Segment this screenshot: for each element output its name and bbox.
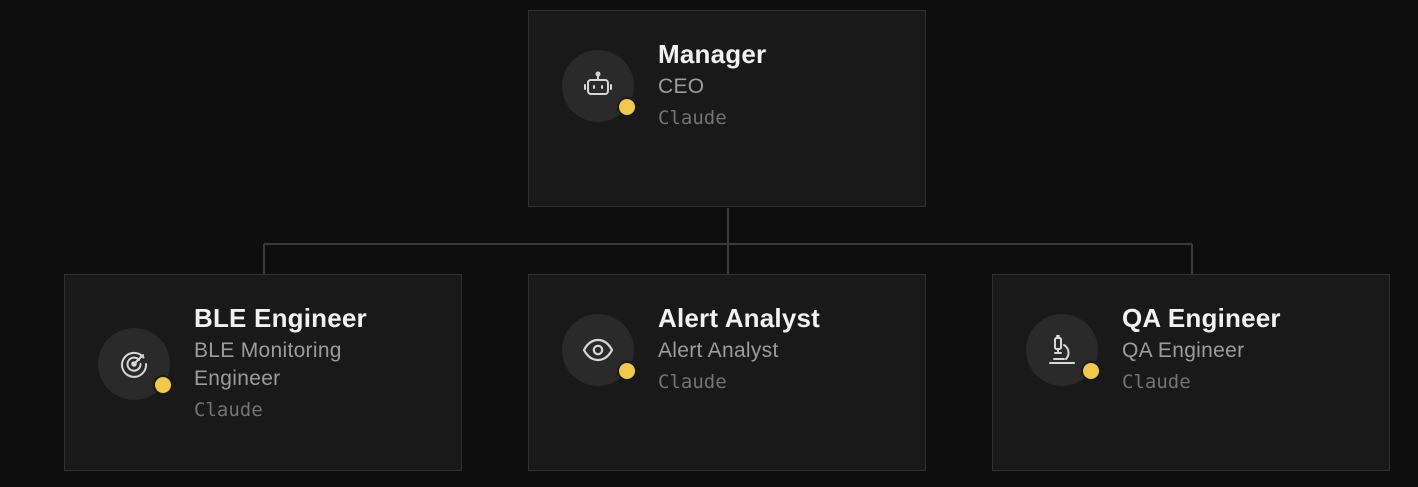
node-name: QA Engineer	[1122, 303, 1281, 333]
status-dot	[619, 363, 635, 379]
node-name: BLE Engineer	[194, 303, 367, 333]
node-card-ble-engineer[interactable]: BLE Engineer BLE Monitoring Engineer Cla…	[64, 274, 462, 471]
node-card-qa-engineer[interactable]: QA Engineer QA Engineer Claude	[992, 274, 1390, 471]
avatar	[562, 314, 635, 386]
node-model: Claude	[194, 399, 263, 421]
robot-icon	[584, 71, 612, 95]
node-card-manager[interactable]: Manager CEO Claude	[528, 10, 926, 207]
node-name: Manager	[658, 39, 767, 69]
node-role: Alert Analyst	[658, 339, 779, 362]
avatar	[98, 328, 171, 400]
node-name: Alert Analyst	[658, 303, 821, 333]
status-dot	[619, 99, 635, 115]
eye-icon	[582, 338, 614, 362]
node-role: BLE Monitoring Engineer	[194, 339, 342, 390]
node-model: Claude	[658, 371, 727, 393]
node-model: Claude	[658, 107, 727, 129]
microscope-icon	[1049, 335, 1075, 364]
avatar	[562, 50, 635, 122]
avatar	[1026, 314, 1099, 386]
node-card-alert-analyst[interactable]: Alert Analyst Alert Analyst Claude	[528, 274, 926, 471]
radar-icon	[121, 351, 148, 378]
node-role: QA Engineer	[1122, 339, 1245, 362]
status-dot	[155, 377, 171, 393]
node-model: Claude	[1122, 371, 1191, 393]
node-role: CEO	[658, 75, 705, 98]
status-dot	[1083, 363, 1099, 379]
